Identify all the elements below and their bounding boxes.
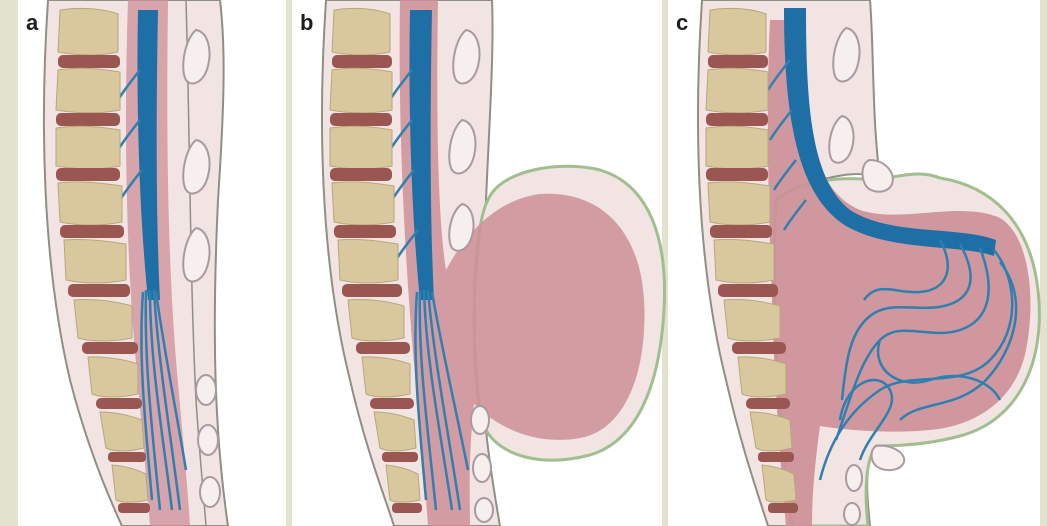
panel-label-c: c <box>676 10 688 35</box>
panel-label-b: b <box>300 10 313 35</box>
panel-label-a: a <box>26 10 39 35</box>
